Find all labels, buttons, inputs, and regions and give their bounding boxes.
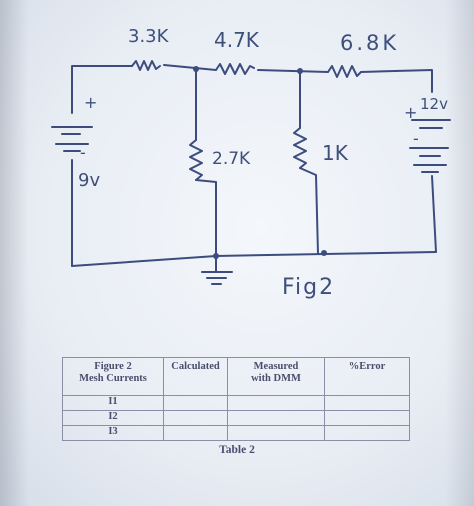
ground-symbol bbox=[201, 255, 233, 285]
label-6-8k: 6.8K bbox=[340, 31, 399, 55]
header-error: %Error bbox=[324, 357, 410, 396]
resistor-2-7k-symbol bbox=[189, 139, 203, 181]
label-4-7k: 4.7K bbox=[214, 28, 260, 52]
table-row: I2 bbox=[62, 410, 410, 426]
figure-label: Fig2 bbox=[282, 275, 335, 300]
cell-error bbox=[324, 395, 410, 411]
wire-right-lower bbox=[431, 175, 437, 253]
row-label-i3: I3 bbox=[62, 425, 164, 441]
label-plus-left: + bbox=[84, 93, 97, 112]
row-label-i1: I1 bbox=[62, 395, 164, 411]
battery-right-symbol bbox=[409, 119, 451, 173]
wire-bottom bbox=[71, 251, 437, 267]
wire-top-left bbox=[71, 65, 133, 114]
cell-measured bbox=[227, 395, 325, 411]
battery-left-symbol bbox=[51, 126, 93, 152]
header-measured: Measured with DMM bbox=[227, 357, 325, 396]
resistor-4-7k-symbol bbox=[215, 63, 255, 75]
cell-measured bbox=[227, 410, 325, 426]
table-caption: Table 2 bbox=[219, 444, 255, 456]
cell-error bbox=[324, 410, 410, 426]
label-9v: 9v bbox=[78, 170, 100, 191]
label-minus-left: - bbox=[80, 143, 86, 162]
wire-top-b bbox=[257, 69, 329, 73]
mesh-currents-table: Figure 2 Mesh Currents Calculated Measur… bbox=[62, 357, 410, 441]
header-calculated: Calculated bbox=[163, 357, 228, 396]
resistor-3-3k-symbol bbox=[131, 60, 161, 71]
cell-calculated bbox=[163, 395, 228, 411]
wire-mid-left-lower bbox=[195, 179, 217, 257]
label-plus-right: + bbox=[404, 103, 417, 122]
junction-dot-2 bbox=[297, 68, 303, 74]
cell-measured bbox=[227, 425, 325, 441]
table-header-row: Figure 2 Mesh Currents Calculated Measur… bbox=[62, 357, 410, 396]
label-12v: 12v bbox=[420, 95, 448, 113]
wire-top-right bbox=[360, 69, 433, 93]
header-figure-mesh: Figure 2 Mesh Currents bbox=[62, 357, 164, 396]
row-label-i2: I2 bbox=[62, 410, 164, 426]
table-row: I3 bbox=[62, 425, 410, 441]
label-1k: 1K bbox=[322, 141, 349, 165]
cell-calculated bbox=[163, 410, 228, 426]
label-3-3k: 3.3K bbox=[128, 26, 170, 47]
wire-top-a bbox=[163, 64, 217, 71]
resistor-6-8k-symbol bbox=[327, 65, 362, 78]
label-minus-right: - bbox=[413, 129, 419, 148]
cell-calculated bbox=[163, 425, 228, 441]
table-row: I1 bbox=[62, 395, 410, 411]
label-2-7k: 2.7K bbox=[212, 149, 251, 169]
resistor-1k-symbol bbox=[293, 127, 307, 169]
junction-dot-4 bbox=[321, 250, 327, 256]
wire-mid-right-lower bbox=[299, 167, 319, 255]
cell-error bbox=[324, 425, 410, 441]
junction-dot-3 bbox=[213, 253, 219, 259]
junction-dot-1 bbox=[193, 66, 199, 72]
